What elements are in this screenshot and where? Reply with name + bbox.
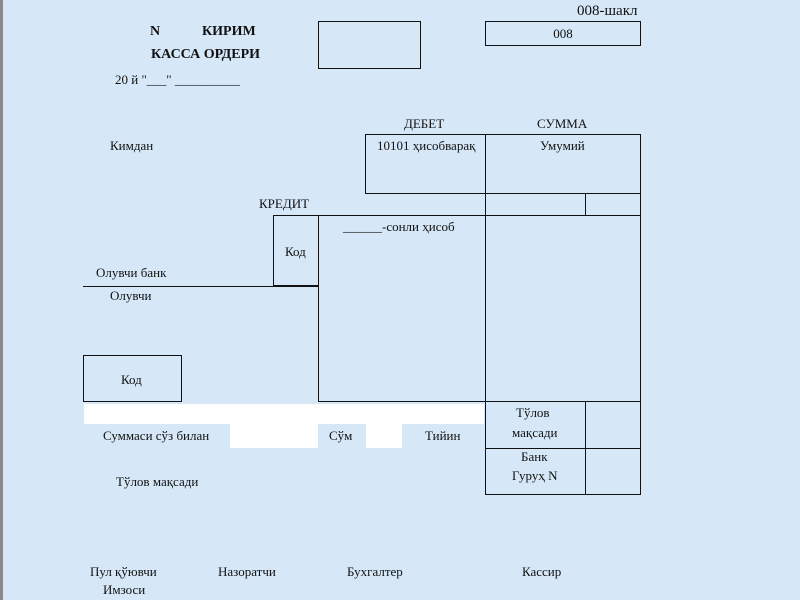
receiver-label: Олувчи <box>110 288 152 303</box>
receiver-bank-line <box>83 286 319 287</box>
summa-label: СУММА <box>537 116 588 131</box>
payment-purpose-cell-line1: Тўлов <box>516 405 550 420</box>
account-label: 10101 ҳисобварақ <box>377 138 476 153</box>
tiyin-label: Тийин <box>425 428 461 443</box>
kredit-body <box>318 215 641 402</box>
from-label: Кимдан <box>110 138 154 153</box>
title-kassa-orderi: КАССА ОРДЕРИ <box>151 47 261 62</box>
numbered-account-label: ______-сонли ҳисоб <box>343 219 455 234</box>
sum-label: Сўм <box>329 428 353 443</box>
kredit-code-cell <box>273 215 319 286</box>
date-line: 20 й "___" __________ <box>115 72 240 87</box>
amount-in-words-label: Суммаси сўз билан <box>103 428 210 443</box>
summa-subrow-divider <box>585 193 586 216</box>
controller-signature-label: Назоратчи <box>218 564 276 579</box>
order-number-label: N <box>150 24 161 39</box>
payer-signature-line1: Пул қўювчи <box>90 564 157 579</box>
summa-subrow <box>485 193 641 216</box>
receiver-code-box[interactable] <box>83 355 182 402</box>
kredit-label: КРЕДИТ <box>259 196 310 211</box>
title-kirim: КИРИМ <box>202 24 256 39</box>
form-code-box-value: 008 <box>553 26 573 41</box>
debet-label: ДЕБЕТ <box>404 116 445 131</box>
left-edge <box>0 0 3 600</box>
summa-column-divider <box>485 134 486 495</box>
total-label: Умумий <box>540 138 585 153</box>
form-code: 008-шакл <box>577 3 638 19</box>
amount-words-strip[interactable] <box>84 404 484 424</box>
amount-words-field[interactable] <box>230 424 318 448</box>
receiver-code-label: Код <box>121 372 142 387</box>
payer-signature-line2: Имзоси <box>103 582 146 597</box>
accountant-signature-label: Бухгалтер <box>347 564 403 579</box>
bank-group-cell <box>485 448 641 495</box>
payment-purpose-cell <box>485 401 641 449</box>
order-number-box[interactable] <box>318 21 421 69</box>
cashier-signature-label: Кассир <box>522 564 562 579</box>
receiver-bank-label: Олувчи банк <box>96 265 167 280</box>
payment-purpose-cell-line2: мақсади <box>512 425 558 440</box>
sum-field[interactable] <box>366 424 402 448</box>
bank-group-line2: Гуруҳ N <box>512 468 558 483</box>
kredit-code-label: Код <box>285 244 306 259</box>
bank-group-line1: Банк <box>521 449 548 464</box>
form-code-box: 008 <box>485 21 641 46</box>
payment-purpose-label: Тўлов мақсади <box>116 474 199 489</box>
